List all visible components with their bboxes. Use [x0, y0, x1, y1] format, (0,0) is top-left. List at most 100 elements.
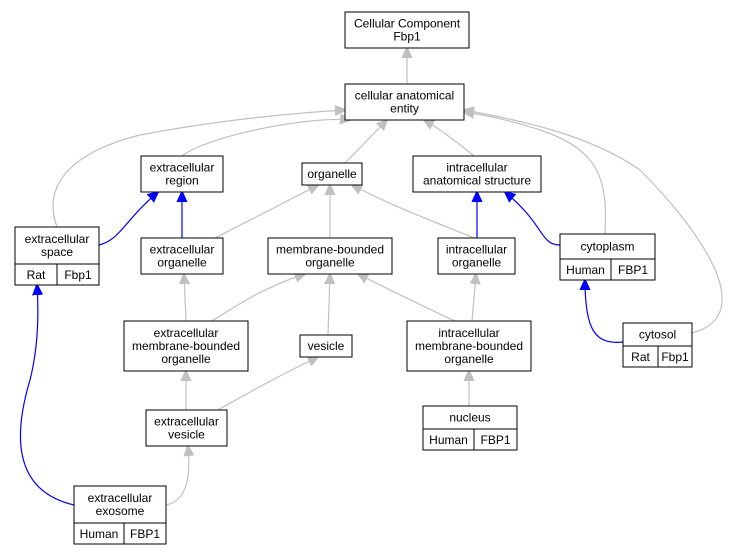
annotation-gene: FBP1: [480, 433, 510, 447]
node-box: [299, 334, 353, 358]
edge-embo-to-mbo: [211, 274, 305, 322]
node-ves[interactable]: vesicle: [299, 334, 353, 358]
annotation-gene-cell: Fbp1: [56, 263, 100, 286]
edge-embo-to-eo: [184, 274, 186, 322]
annotation-gene-cell: FBP1: [473, 428, 518, 451]
annotation-gene-cell: FBP1: [610, 258, 656, 281]
annotation-species-cell: Rat: [14, 263, 58, 286]
annotation-species-cell: Human: [73, 522, 125, 545]
annotation-species-cell: Human: [422, 428, 475, 451]
node-label-line: intracellular: [446, 161, 507, 175]
edge-cyto-to-cae: [464, 112, 607, 235]
node-label-line: nucleus: [449, 411, 490, 425]
node-label-line: Fbp1: [393, 30, 421, 44]
annotation-cell-box: [473, 428, 518, 451]
node-label-line: cellular anatomical: [355, 89, 454, 103]
node-label-line: region: [165, 174, 198, 188]
node-label-line: extracellular: [25, 232, 90, 246]
node-label-line: extracellular: [154, 415, 219, 429]
node-box: [267, 237, 393, 275]
edge-ev-to-ves: [217, 357, 318, 411]
annotation-species: Human: [80, 527, 119, 541]
node-box: [145, 409, 228, 447]
edge-imbo-to-io: [472, 274, 476, 322]
edge-imbo-to-mbo: [358, 274, 456, 322]
node-label-line: intracellular: [438, 326, 499, 340]
annotation-species: Rat: [631, 350, 650, 364]
node-label-line: cytoplasm: [580, 240, 634, 254]
node-label-line: organelle: [305, 256, 355, 270]
node-box: [412, 155, 542, 193]
node-label-line: space: [41, 245, 73, 259]
node-label-line: extracellular: [88, 491, 153, 505]
edge-cyto-to-ias: [505, 192, 561, 246]
annotation-cell-box: [610, 258, 656, 281]
node-label-line: anatomical structure: [423, 174, 531, 188]
node-box: [140, 237, 224, 275]
node-box: [406, 320, 532, 372]
node-label-line: cytosol: [639, 328, 676, 342]
node-box: [301, 162, 363, 186]
node-box: [344, 83, 465, 121]
edge-eo-to-org: [214, 185, 318, 239]
node-box: [344, 11, 470, 49]
node-org[interactable]: organelle: [301, 162, 363, 186]
node-box: [140, 155, 224, 193]
node-box: [437, 237, 516, 275]
node-label-line: vesicle: [168, 428, 205, 442]
node-label-line: membrane-bounded: [415, 339, 523, 353]
node-label-line: exosome: [96, 504, 145, 518]
edge-exo-to-es: [19, 285, 75, 506]
node-label-line: organelle: [157, 256, 207, 270]
annotation-species: Rat: [27, 268, 46, 282]
node-label-line: extracellular: [150, 243, 215, 257]
edge-er-to-cae: [181, 119, 350, 157]
node-label-line: organelle: [452, 256, 502, 270]
annotation-species: Human: [566, 263, 605, 277]
annotation-gene: Fbp1: [64, 268, 92, 282]
edge-cytosol-to-cae: [464, 110, 723, 334]
node-label-line: membrane-bounded: [132, 339, 240, 353]
annotation-gene-cell: Fbp1: [657, 345, 693, 368]
annotation-cell-box: [56, 263, 100, 286]
edges-layer: [19, 48, 723, 506]
annotation-gene: FBP1: [130, 527, 160, 541]
edge-es-to-cae: [52, 110, 345, 228]
node-label-line: organelle: [307, 167, 357, 181]
annotation-cell-box: [657, 345, 693, 368]
annotation-species: Human: [429, 433, 468, 447]
annotation-gene: Fbp1: [661, 350, 689, 364]
node-label-line: extracellular: [150, 161, 215, 175]
node-label-line: membrane-bounded: [276, 243, 384, 257]
node-label-line: vesicle: [308, 339, 345, 353]
annotation-cell-box: [123, 522, 167, 545]
annotation-gene-cell: FBP1: [123, 522, 167, 545]
node-label-line: intracellular: [446, 243, 507, 257]
edge-cytosol-to-cyto: [585, 280, 624, 343]
edge-ves-to-mbo: [328, 274, 330, 336]
node-label-line: entity: [390, 102, 419, 116]
node-label-line: Cellular Component: [354, 17, 461, 31]
node-label-line: organelle: [161, 352, 211, 366]
node-label-line: organelle: [444, 352, 494, 366]
annotation-species-cell: Rat: [622, 345, 659, 368]
annotation-species-cell: Human: [559, 258, 612, 281]
edge-es-to-er: [98, 192, 158, 246]
